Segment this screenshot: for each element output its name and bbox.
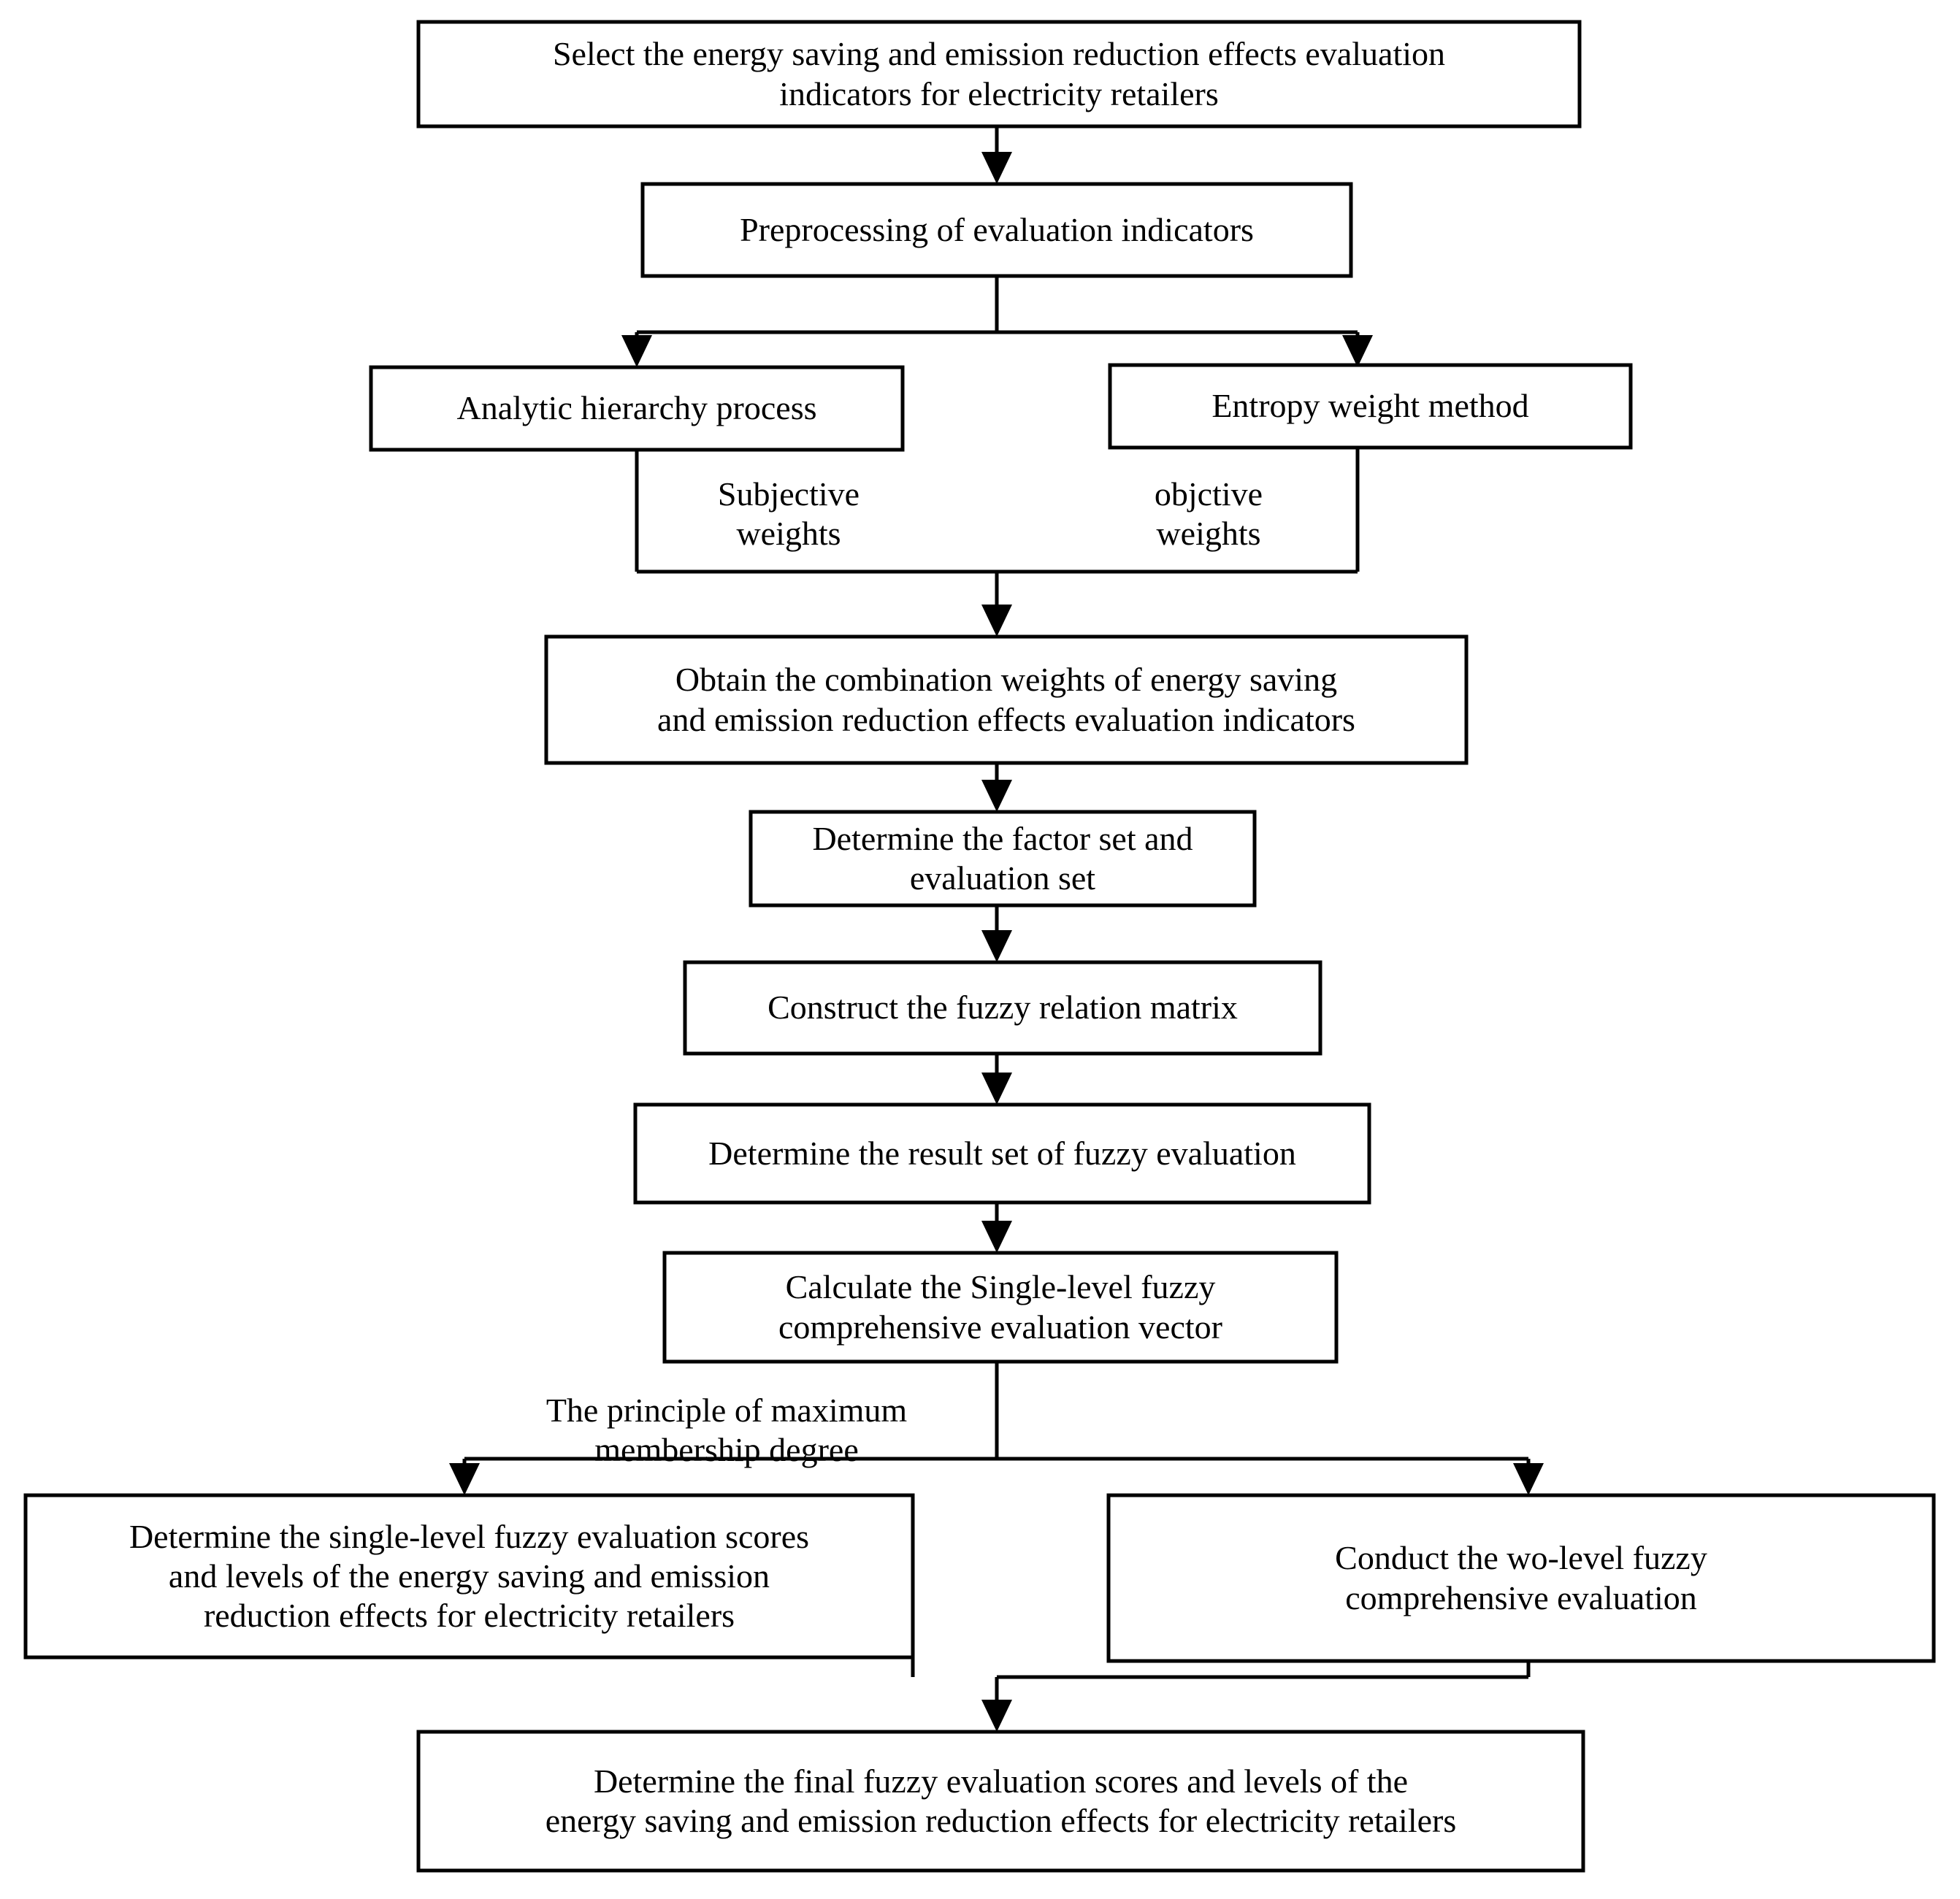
edge-label-objective-weights: objctive weights (1154, 475, 1263, 553)
arrowhead-merge-to-combination (981, 605, 1012, 637)
arrowhead-factorset-to-matrix (981, 930, 1012, 962)
arrowhead-select-to-preprocessing (981, 152, 1012, 184)
node-box-preprocessing[interactable] (640, 182, 1353, 278)
node-box-result-set[interactable] (633, 1102, 1371, 1205)
node-box-entropy[interactable] (1108, 363, 1633, 450)
node-box-combination-weights[interactable] (544, 634, 1469, 765)
arrowhead-lowerbus-to-twolevel (1513, 1463, 1544, 1495)
node-box-ahp[interactable] (369, 365, 905, 452)
edge-label-subjective-weights: Subjective weights (717, 475, 860, 553)
edge-label-max-membership: The principle of maximum membership degr… (545, 1392, 908, 1469)
arrowhead-bus-to-ahp (621, 335, 652, 367)
arrowhead-lowerbus-to-singlescores (449, 1463, 480, 1495)
arrowhead-bottom-merge-to-final (981, 1700, 1012, 1732)
node-box-select-indicators[interactable] (416, 20, 1582, 128)
node-box-single-level-vector[interactable] (662, 1251, 1339, 1364)
node-box-single-level-scores[interactable] (23, 1493, 915, 1660)
arrowhead-matrix-to-resultset (981, 1073, 1012, 1105)
node-box-two-level-eval[interactable] (1106, 1493, 1936, 1663)
arrowhead-resultset-to-vector (981, 1221, 1012, 1253)
arrowhead-bus-to-entropy (1342, 335, 1373, 367)
node-box-final-scores[interactable] (416, 1730, 1585, 1873)
arrowhead-combination-to-factorset (981, 780, 1012, 812)
node-box-fuzzy-matrix[interactable] (683, 960, 1322, 1056)
node-box-factor-set[interactable] (749, 810, 1257, 908)
